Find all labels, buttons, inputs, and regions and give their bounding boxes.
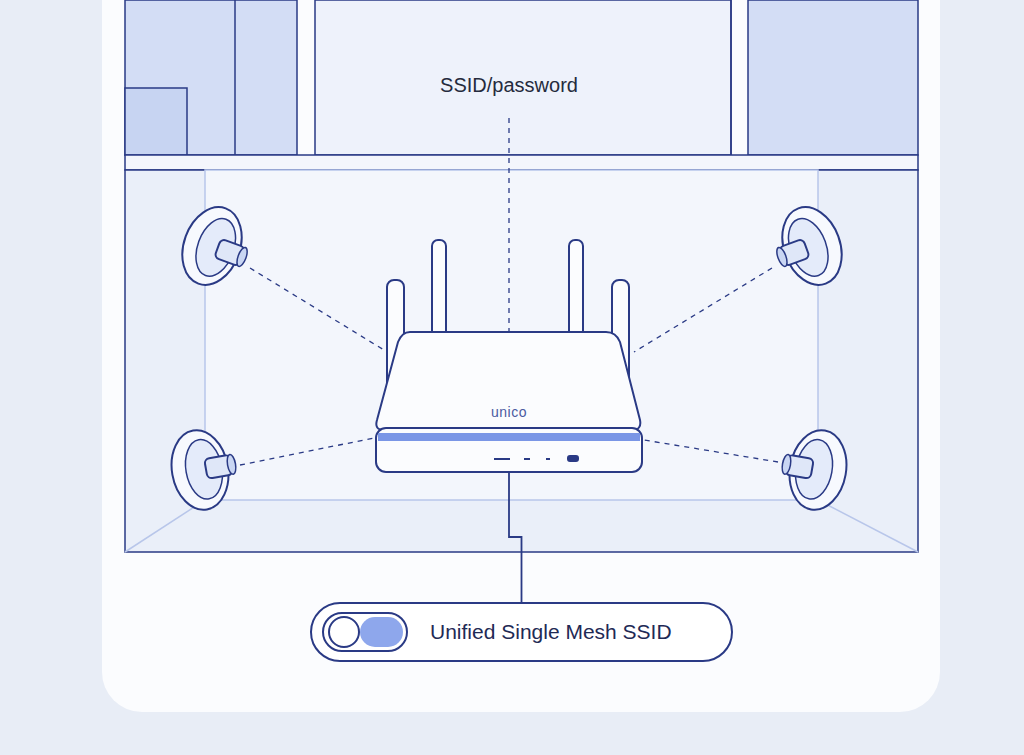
toggle-label: Unified Single Mesh SSID [430, 620, 672, 644]
router-box: unico [376, 388, 642, 472]
setting-label: SSID/password [440, 74, 578, 97]
brand-name: unico [491, 404, 527, 420]
connector-line [509, 472, 522, 602]
room [125, 170, 918, 552]
card [102, 0, 940, 712]
router [376, 240, 642, 472]
upper-floor [125, 0, 918, 170]
toggle-pill: Unified Single Mesh SSID [310, 602, 733, 662]
signal-lines [240, 118, 778, 465]
toggle-switch [320, 610, 410, 654]
